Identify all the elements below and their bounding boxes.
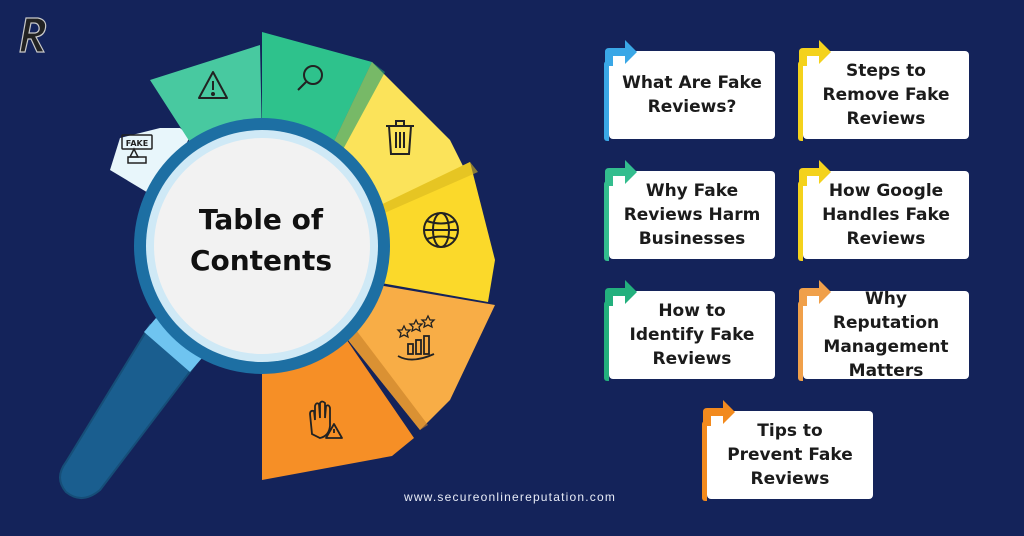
card-accent bbox=[702, 421, 707, 501]
stop-hand-icon bbox=[309, 400, 343, 439]
toc-card-text: How Google Handles Fake Reviews bbox=[822, 181, 950, 249]
arrow-icon bbox=[605, 160, 637, 186]
toc-card-how-google-handles[interactable]: How Google Handles Fake Reviews bbox=[798, 160, 969, 261]
center-title: Table of Contents bbox=[166, 190, 356, 290]
center-title-line1: Table of bbox=[198, 203, 324, 236]
arrow-icon bbox=[799, 40, 831, 66]
card-accent bbox=[604, 181, 609, 261]
segment-stars bbox=[340, 285, 495, 430]
toc-card-how-to-identify[interactable]: How to Identify Fake Reviews bbox=[604, 280, 775, 381]
arrow-icon bbox=[703, 400, 735, 426]
card-accent bbox=[798, 181, 803, 261]
toc-card-what-are-fake-reviews[interactable]: What Are Fake Reviews? bbox=[604, 40, 775, 141]
arrow-icon bbox=[799, 160, 831, 186]
toc-card-text: How to Identify Fake Reviews bbox=[629, 301, 755, 369]
magnifier-icon bbox=[297, 65, 323, 91]
warning-icon bbox=[198, 71, 228, 99]
card-accent bbox=[604, 61, 609, 141]
arrow-icon bbox=[799, 280, 831, 306]
toc-card-why-fake-reviews-harm[interactable]: Why Fake Reviews Harm Businesses bbox=[604, 160, 775, 261]
segment-search bbox=[262, 32, 372, 150]
card-accent bbox=[604, 301, 609, 381]
toc-card-text: Steps to Remove Fake Reviews bbox=[822, 61, 950, 129]
magnifier-handle bbox=[59, 323, 197, 499]
toc-card-text: Why Fake Reviews Harm Businesses bbox=[623, 181, 761, 249]
toc-card-text: Tips to Prevent Fake Reviews bbox=[727, 421, 853, 489]
rating-stars-icon bbox=[396, 314, 436, 361]
toc-card-text: Why Reputation Management Matters bbox=[823, 289, 949, 381]
card-accent bbox=[798, 61, 803, 141]
arrow-icon bbox=[605, 40, 637, 66]
toc-card-why-reputation-management[interactable]: Why Reputation Management Matters bbox=[798, 280, 969, 381]
trash-icon bbox=[386, 120, 414, 155]
center-title-line2: Contents bbox=[189, 244, 333, 277]
fake-review-icon bbox=[121, 134, 153, 164]
toc-card-tips-to-prevent[interactable]: Tips to Prevent Fake Reviews bbox=[702, 400, 873, 501]
fake-badge-text: FAKE bbox=[126, 139, 148, 148]
card-accent bbox=[798, 301, 803, 381]
toc-card-steps-to-remove[interactable]: Steps to Remove Fake Reviews bbox=[798, 40, 969, 141]
globe-icon bbox=[423, 212, 459, 248]
segment-fake bbox=[110, 128, 190, 200]
toc-card-text: What Are Fake Reviews? bbox=[622, 73, 762, 117]
footer-url[interactable]: www.secureonlinereputation.com bbox=[403, 490, 617, 504]
arrow-icon bbox=[605, 280, 637, 306]
brand-logo-icon bbox=[19, 17, 47, 53]
toc-wheel: FAKE bbox=[59, 32, 495, 499]
